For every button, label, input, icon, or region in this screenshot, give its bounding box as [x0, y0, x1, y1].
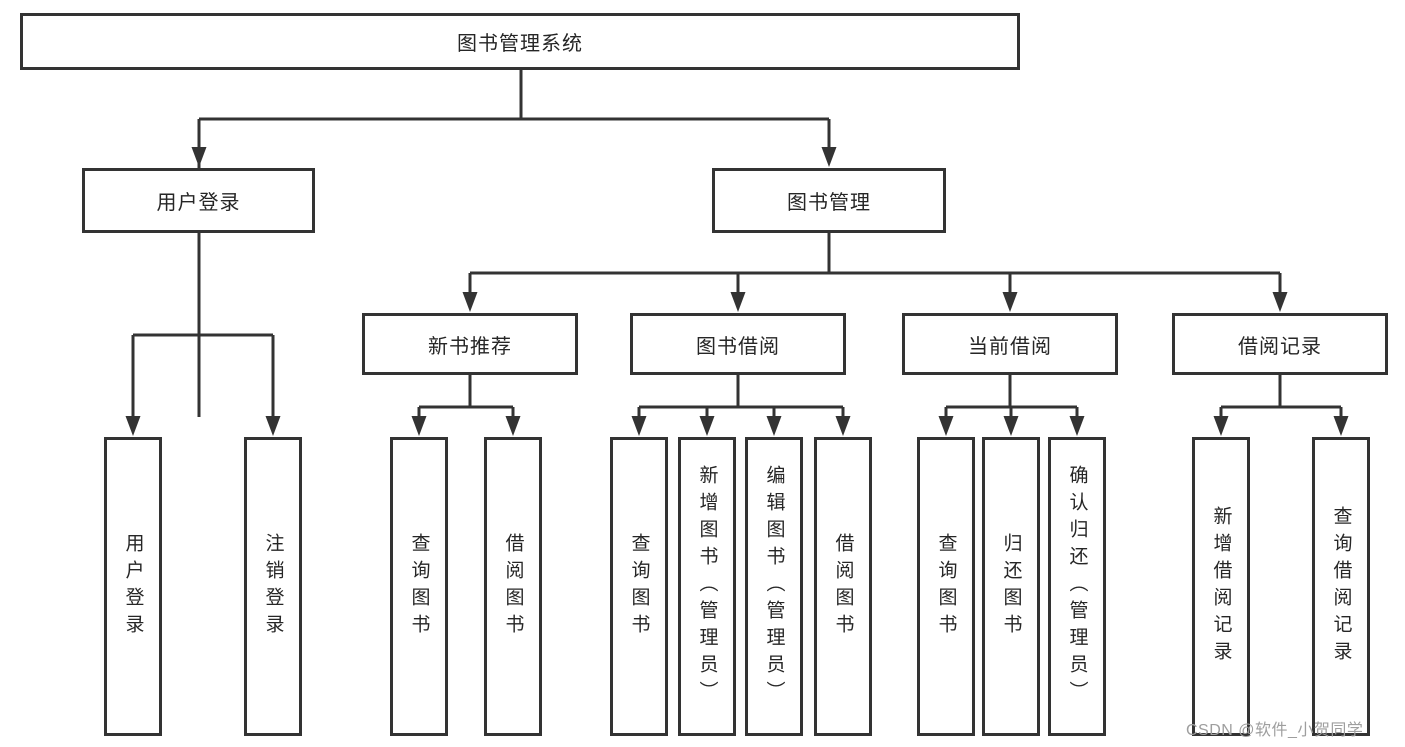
node-library-management-system: 图书管理系统	[20, 13, 1020, 70]
leaf-add-book-admin: 新增图书（管理员）	[678, 437, 736, 736]
leaf-recommend-borrow-book: 借阅图书	[484, 437, 542, 736]
node-borrow-records: 借阅记录	[1172, 313, 1388, 375]
csdn-watermark: CSDN @软件_小贺同学	[1186, 722, 1364, 739]
leaf-return-book: 归还图书	[982, 437, 1040, 736]
leaf-confirm-return-admin: 确认归还（管理员）	[1048, 437, 1106, 736]
node-book-management: 图书管理	[712, 168, 946, 233]
node-current-borrow: 当前借阅	[902, 313, 1118, 375]
node-user-login: 用户登录	[82, 168, 315, 233]
leaf-edit-book-admin: 编辑图书（管理员）	[745, 437, 803, 736]
connector-borrow-records-split	[1213, 375, 1349, 436]
connector-root-to-level2	[197, 69, 831, 417]
node-new-book-recommend: 新书推荐	[362, 313, 578, 375]
connector-current-borrow-split	[938, 375, 1085, 436]
connector-new-book-recommend-split	[411, 375, 521, 436]
leaf-current-query-book: 查询图书	[917, 437, 975, 736]
leaf-user-login: 用户登录	[104, 437, 162, 736]
leaf-borrow-query-book: 查询图书	[610, 437, 668, 736]
connector-root-arrows	[191, 147, 837, 167]
leaf-logout: 注销登录	[244, 437, 302, 736]
leaf-recommend-query-book: 查询图书	[390, 437, 448, 736]
node-book-borrow: 图书借阅	[630, 313, 846, 375]
leaf-borrow-book: 借阅图书	[814, 437, 872, 736]
leaf-add-borrow-record: 新增借阅记录	[1192, 437, 1250, 736]
leaf-query-borrow-record: 查询借阅记录	[1312, 437, 1370, 736]
connector-book-management-split	[462, 233, 1288, 312]
connector-user-login-split	[125, 233, 281, 436]
connector-book-borrow-split	[631, 375, 851, 436]
